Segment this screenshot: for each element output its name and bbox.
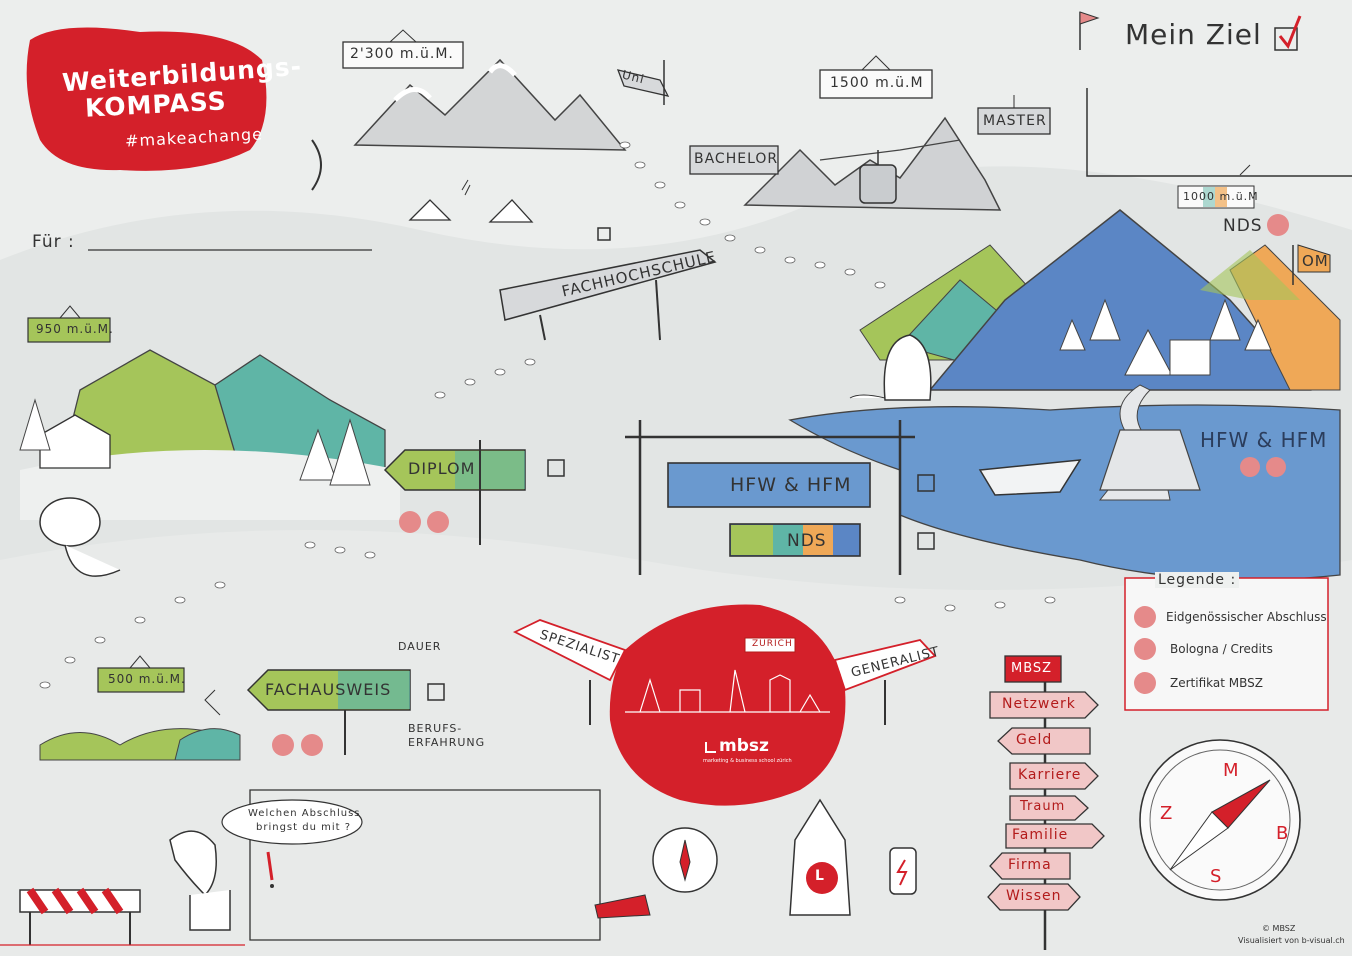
mountain-blue — [928, 209, 1312, 391]
signpost-geld: Geld — [1016, 732, 1053, 748]
sign-nds-label: NDS — [787, 531, 827, 551]
compass-w: Z — [1160, 803, 1174, 824]
altitude-1000: 1000 m.ü.M — [1183, 190, 1259, 203]
sign-master-label: MASTER — [983, 113, 1047, 129]
gondola-icon — [859, 164, 897, 204]
title-blob — [26, 27, 267, 171]
compass-n: M — [1223, 760, 1240, 781]
farmhouse-icon — [39, 414, 111, 469]
sign-diplom-label: DIPLOM — [408, 459, 476, 478]
tent-icon — [408, 199, 534, 223]
legend-icon-bologna — [1134, 638, 1156, 660]
compass-e: B — [1276, 823, 1290, 844]
arrow-down-icon — [311, 139, 322, 191]
zurich-label: ZÜRICH — [752, 639, 793, 649]
nds-peak-label: NDS — [1223, 216, 1263, 236]
footer-credit: Visualisiert von b-visual.ch — [1238, 936, 1345, 945]
footer-copyright: © MBSZ — [1262, 924, 1296, 933]
compass-s: S — [1210, 866, 1223, 887]
for-label: Für : — [32, 232, 75, 252]
sign-2300 — [342, 41, 464, 69]
sign-hfw-hfm-label: HFW & HFM — [730, 474, 852, 496]
cow-icon — [39, 497, 101, 547]
sign-fachhochschule — [499, 249, 717, 321]
sign-hfw-hfm — [667, 462, 871, 508]
sign-950 — [27, 317, 111, 343]
altitude-2300: 2'300 m.ü.M. — [350, 46, 454, 62]
mountain-grey-right — [743, 116, 1002, 211]
sign-fachausweis-label: FACHAUSWEIS — [265, 680, 392, 699]
sign-bachelor-label: BACHELOR — [694, 151, 779, 167]
mbsz-tagline: marketing & business school zürich — [703, 758, 792, 764]
bag-logo: L — [815, 868, 824, 884]
altitude-500: 500 m.ü.M. — [108, 672, 186, 686]
checkmark-icon — [1278, 15, 1302, 49]
mbsz-brand: mbsz — [719, 736, 769, 756]
altitude-1500: 1500 m.ü.M — [830, 75, 924, 91]
pier — [1099, 429, 1201, 491]
sign-master — [977, 107, 1051, 135]
signpost-top-label: MBSZ — [1011, 661, 1053, 676]
erfahrung-label: ERFAHRUNG — [408, 736, 486, 749]
signpost-karriere: Karriere — [1018, 767, 1082, 783]
sign-500 — [97, 667, 185, 693]
sign-uni — [616, 69, 670, 97]
windmill-icon — [204, 689, 221, 716]
question-line2: bringst du mit ? — [256, 822, 352, 833]
signpost-wissen: Wissen — [1006, 888, 1062, 904]
legend-item-bologna: Bologna / Credits — [1170, 642, 1273, 656]
om-label: OM — [1302, 252, 1329, 270]
mbsz-logo-icon — [705, 742, 716, 753]
legend-item-eidg: Eidgenössischer Abschluss — [1166, 610, 1327, 624]
dauer-label: DAUER — [398, 640, 442, 653]
mbsz-blob — [609, 604, 846, 806]
signpost-firma: Firma — [1008, 857, 1052, 873]
signpost-traum: Traum — [1020, 799, 1066, 814]
signpost-familie: Familie — [1012, 827, 1069, 843]
boat-icon — [978, 459, 1082, 496]
checkbox-icon — [1274, 27, 1298, 51]
goal-label: Mein Ziel — [1125, 18, 1262, 51]
altitude-950: 950 m.ü.M. — [36, 322, 114, 336]
legend-title: Legende : — [1155, 572, 1240, 588]
speech-bubble — [221, 799, 363, 845]
legend-icon-zertifikat — [1134, 672, 1156, 694]
signpost-top — [1004, 655, 1062, 683]
legend-item-zertifikat: Zertifikat MBSZ — [1170, 676, 1263, 690]
sign-1500 — [819, 69, 933, 99]
goat-icon — [169, 830, 217, 897]
lake-hfw-hfm-label: HFW & HFM — [1200, 428, 1328, 452]
signpost-netzwerk: Netzwerk — [1002, 696, 1076, 712]
marmot-icon — [883, 334, 932, 401]
legend-box — [1124, 577, 1329, 711]
flag-icon — [1079, 11, 1100, 25]
swiss-knife-icon — [594, 894, 651, 919]
legend-icon-eidg — [1134, 606, 1156, 628]
question-line1: Welchen Abschluss — [248, 808, 361, 819]
sign-bachelor — [689, 145, 779, 175]
berufs-label: BERUFS- — [408, 722, 463, 735]
